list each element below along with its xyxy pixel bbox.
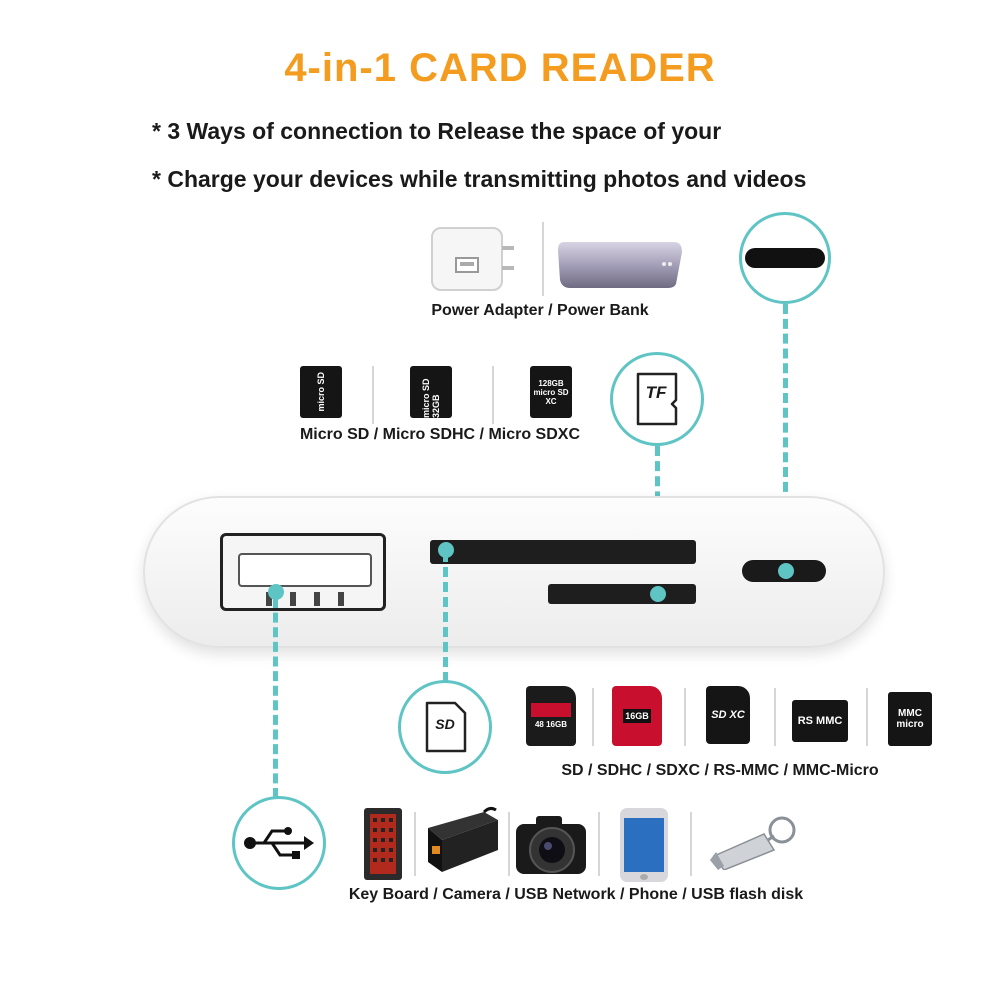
rs-mmc-card-label: RS MMC bbox=[797, 715, 843, 727]
micro-sd-card-image: micro SD bbox=[300, 366, 342, 418]
sd-card-label: 48 16GB bbox=[534, 720, 568, 729]
sdxc-card-image: SD XC bbox=[706, 686, 750, 744]
sdxc-card-label: SD XC bbox=[711, 709, 745, 721]
sd-label: SD bbox=[435, 716, 455, 732]
caption-usb-devices: Key Board / Camera / USB Network / Phone… bbox=[348, 886, 804, 903]
usb-divider-3 bbox=[598, 812, 600, 876]
sd-divider-4 bbox=[866, 688, 868, 746]
sdhc-card-label: 16GB bbox=[623, 709, 651, 723]
sd-divider-2 bbox=[684, 688, 686, 746]
tf-card-slot[interactable] bbox=[548, 584, 696, 604]
keyboard-image bbox=[364, 808, 402, 880]
usb-divider-1 bbox=[414, 812, 416, 876]
page-title: 4-in-1 CARD READER bbox=[284, 46, 716, 90]
micro-sdhc-card-label: micro SD 32GB bbox=[421, 378, 441, 418]
tf-card-icon bbox=[636, 372, 678, 426]
power-adapter-image bbox=[426, 226, 518, 292]
lightning-connector-icon bbox=[745, 248, 825, 268]
mmc-micro-card-label: MMC micro bbox=[896, 708, 924, 730]
usb-divider-2 bbox=[508, 812, 510, 876]
lightning-dash-line bbox=[783, 304, 788, 566]
usb-dash-line bbox=[273, 598, 278, 798]
usb-flash-disk-image bbox=[708, 814, 798, 871]
micro-sd-card-label: micro SD bbox=[316, 372, 326, 412]
usb-port-tongue bbox=[238, 553, 372, 587]
lightning-port-dot bbox=[778, 563, 794, 579]
bullet-charge: * Charge your devices while transmitting… bbox=[152, 166, 807, 192]
rs-mmc-card-image: RS MMC bbox=[792, 700, 848, 742]
sdhc-card-image: 16GB bbox=[612, 686, 662, 746]
micro-sdhc-card-image: micro SD 32GB bbox=[410, 366, 452, 418]
sd-slot-dot bbox=[438, 542, 454, 558]
phone-image bbox=[620, 808, 668, 882]
micro-sdxc-card-label: 128GB micro SD XC bbox=[533, 378, 569, 406]
sd-card-slot[interactable] bbox=[430, 540, 696, 564]
camera-image bbox=[512, 808, 590, 880]
micro-sdxc-card-image: 128GB micro SD XC bbox=[530, 366, 572, 418]
sd-ring bbox=[398, 680, 492, 774]
tf-label: TF bbox=[645, 383, 667, 402]
sd-dash-line bbox=[443, 552, 448, 682]
sd-divider-1 bbox=[592, 688, 594, 746]
sd-card-icon bbox=[425, 701, 467, 753]
usb-ring bbox=[232, 796, 326, 890]
power-bank-image bbox=[556, 236, 684, 292]
usb-divider-4 bbox=[690, 812, 692, 876]
caption-sd-cards: SD / SDHC / SDXC / RS-MMC / MMC-Micro bbox=[561, 762, 879, 779]
caption-tf-cards: Micro SD / Micro SDHC / Micro SDXC bbox=[299, 426, 581, 443]
tf-slot-dot bbox=[650, 586, 666, 602]
bullet-connection: * 3 Ways of connection to Release the sp… bbox=[152, 118, 722, 144]
usb-port-pins bbox=[252, 592, 362, 606]
sd-divider-3 bbox=[774, 688, 776, 746]
usb-port-dot bbox=[268, 584, 284, 600]
mmc-micro-card-image: MMC micro bbox=[888, 692, 932, 746]
caption-power: Power Adapter / Power Bank bbox=[431, 302, 649, 319]
tf-ring bbox=[610, 352, 704, 446]
usb-symbol-icon bbox=[244, 827, 314, 859]
tf-divider-2 bbox=[492, 366, 494, 424]
usb-network-adapter-image bbox=[424, 806, 502, 878]
tf-divider-1 bbox=[372, 366, 374, 424]
sd-card-image: 48 16GB bbox=[526, 686, 576, 746]
power-divider bbox=[542, 222, 544, 296]
